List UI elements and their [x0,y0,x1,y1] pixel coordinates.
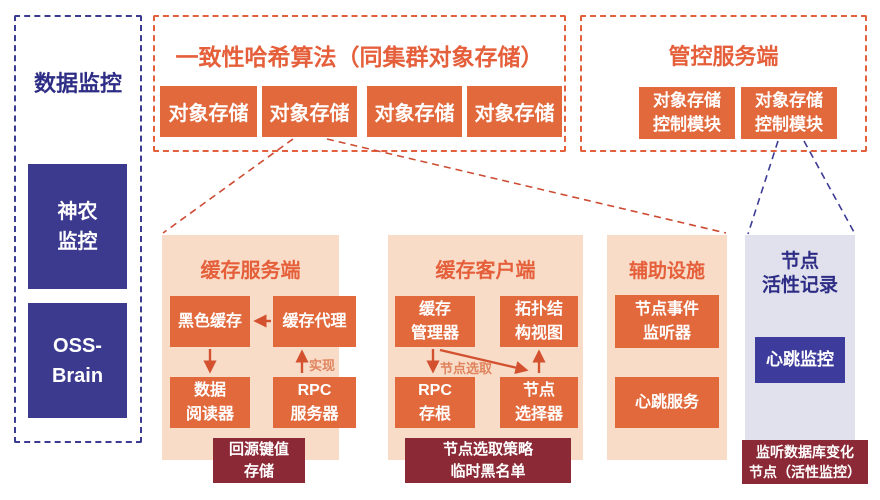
heartbeat-monitor-box: 心跳监控 [755,337,845,383]
auxiliary-title: 辅助设施 [628,261,705,282]
implements-arrow-label: 实现 [309,358,336,373]
cache-proxy-box: 缓存代理 [273,296,356,347]
data-reader-box: 数据 阅读器 [170,377,250,428]
storage-control-module-2: 对象存储 控制模块 [741,87,837,139]
object-storage-node-2: 对象存储 [262,86,357,137]
cache-server-title: 缓存服务端 [200,260,301,282]
node-selector-box: 节点 选择器 [500,377,578,428]
liveness-record-title: 节点 活性记录 [761,251,838,296]
heartbeat-service-box: 心跳服务 [615,377,719,428]
origin-kv-store-tag: 回源键值 存储 [213,438,305,483]
storage-control-module-1: 对象存储 控制模块 [639,87,735,139]
object-storage-node-4: 对象存储 [467,86,562,137]
hash-to-panels-connector [162,138,727,234]
shennong-monitor-box: 神农 监控 [28,164,127,289]
node-pick-policy-tag: 节点选取策略 临时黑名单 [405,438,571,483]
cache-client-title: 缓存客户端 [435,260,536,282]
rpc-stub-box: RPC 存根 [395,377,475,428]
oss-brain-box: OSS- Brain [28,303,127,418]
node-pick-arrow-label: 节点选取 [440,361,493,376]
data-monitor-group [14,15,142,443]
control-to-liveness-connector [747,140,856,235]
topology-view-box: 拓扑结 构视图 [500,296,578,347]
object-storage-node-3: 对象存储 [367,86,462,137]
black-cache-box: 黑色缓存 [170,296,250,347]
object-storage-node-1: 对象存储 [160,86,257,137]
hash-cluster-title: 一致性哈希算法（同集群对象存储） [175,44,544,70]
db-change-listener-tag: 监听数据库变化 节点（活性监控） [742,440,868,484]
cache-manager-box: 缓存 管理器 [395,296,475,347]
rpc-server-box: RPC 服务器 [273,377,356,428]
control-server-title: 管控服务端 [668,44,779,69]
node-event-listener-box: 节点事件 监听器 [615,295,719,348]
data-monitor-title: 数据监控 [33,71,122,96]
